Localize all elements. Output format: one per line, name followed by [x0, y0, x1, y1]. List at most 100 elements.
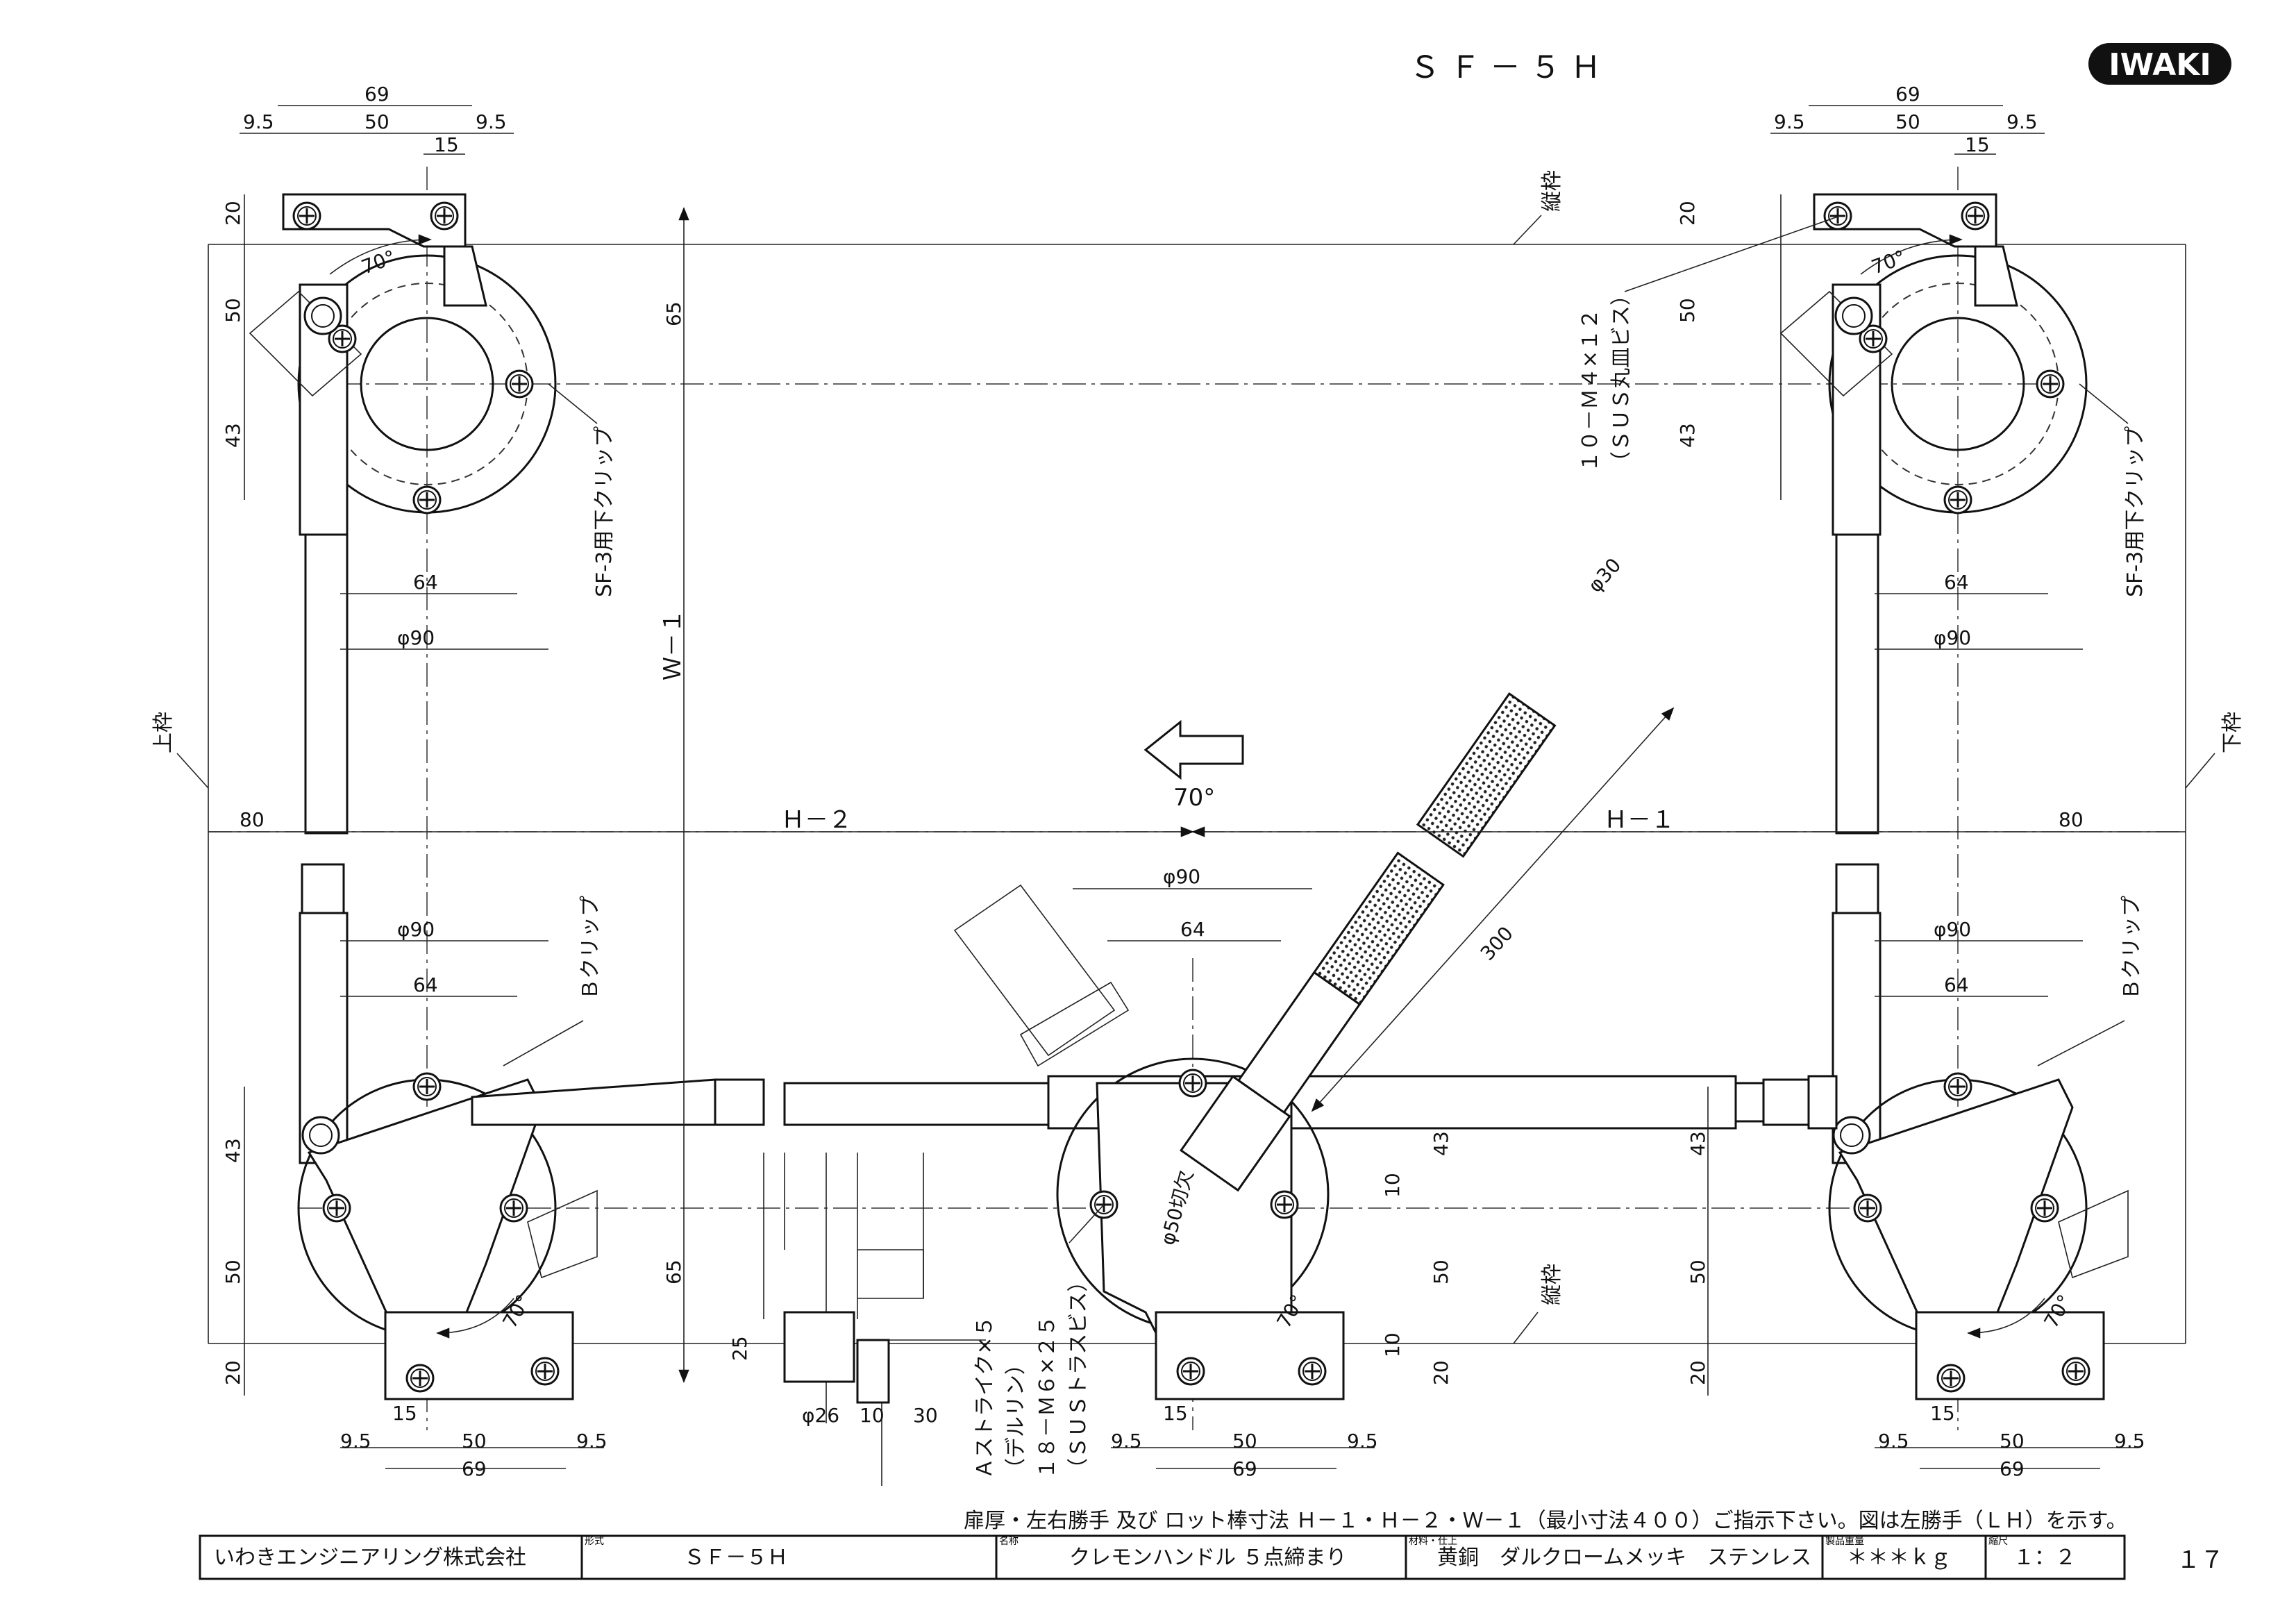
svg-text:25: 25 — [728, 1336, 751, 1361]
dimension-labels: 69 50 9.5 9.5 15 69 50 9.5 9.5 15 20 50 … — [221, 83, 2145, 1480]
product-name: クレモンハンドル ５点締まり — [1069, 1546, 1347, 1570]
label-b-clip-left: Ｂクリップ — [578, 896, 603, 1000]
svg-text:65: 65 — [662, 301, 685, 326]
svg-text:50: 50 — [1232, 1430, 1257, 1453]
center-handle-assembly: 70° — [953, 692, 1557, 1400]
svg-text:43: 43 — [221, 1138, 244, 1163]
svg-text:材料・仕上: 材料・仕上 — [1409, 1536, 1457, 1547]
label-jo-waku: 上枠 — [151, 712, 176, 753]
svg-text:80: 80 — [2059, 808, 2084, 831]
label-strike-material: （デルリン） — [1004, 1354, 1028, 1479]
assembly-bottom-left — [297, 863, 717, 1400]
svg-text:30: 30 — [913, 1404, 938, 1427]
svg-text:10: 10 — [860, 1404, 885, 1427]
svg-text:15: 15 — [1965, 133, 1990, 156]
svg-text:9.5: 9.5 — [1111, 1430, 1142, 1453]
company-name: いわきエンジニアリング株式会社 — [214, 1546, 526, 1570]
svg-text:形式: 形式 — [585, 1536, 604, 1547]
svg-text:φ90: φ90 — [397, 918, 435, 941]
lock-rod — [304, 533, 349, 835]
label-clip-top-left: SF-3用下クリップ — [592, 426, 617, 597]
svg-text:70°: 70° — [358, 246, 399, 279]
svg-text:20: 20 — [1430, 1360, 1452, 1385]
label-clip-top-right: SF-3用下クリップ — [2123, 426, 2147, 597]
dimensions — [208, 105, 2186, 1469]
svg-text:10: 10 — [1381, 1332, 1404, 1357]
svg-text:70°: 70° — [1868, 246, 1909, 279]
svg-text:名称: 名称 — [999, 1536, 1019, 1547]
label-b-clip-right: Ｂクリップ — [2120, 896, 2144, 1000]
assembly-top-right — [1779, 193, 2088, 835]
label-bolts-type: （ＳＵＳトラスビス） — [1066, 1271, 1091, 1479]
svg-text:50: 50 — [1430, 1259, 1452, 1284]
svg-text:9.5: 9.5 — [476, 110, 507, 133]
strike-section — [763, 1153, 924, 1486]
h1-label: Ｈ－１ — [1604, 806, 1675, 834]
svg-text:43: 43 — [221, 423, 244, 448]
svg-text:15: 15 — [1930, 1402, 1955, 1425]
logo-text: IWAKI — [2109, 47, 2211, 83]
grip-dia: φ30 — [1584, 553, 1626, 596]
label-tate-waku-bottom: 縦枠 — [1540, 1264, 1564, 1305]
top-clip — [282, 193, 467, 248]
svg-text:9.5: 9.5 — [2114, 1430, 2145, 1453]
label-tate-waku-top: 縦枠 — [1540, 170, 1564, 212]
svg-text:50: 50 — [221, 1259, 244, 1284]
svg-text:64: 64 — [1944, 973, 1969, 996]
svg-text:50: 50 — [1676, 298, 1699, 323]
drawing-title: ＳＦ－５Ｈ — [1409, 50, 1611, 85]
svg-text:20: 20 — [1676, 201, 1699, 226]
svg-text:43: 43 — [1430, 1131, 1452, 1156]
svg-text:69: 69 — [1895, 83, 1920, 106]
svg-text:50: 50 — [462, 1430, 487, 1453]
svg-text:9.5: 9.5 — [1774, 110, 1805, 133]
iwaki-logo: IWAKI — [2088, 43, 2231, 85]
callouts: 上枠 下枠 縦枠 縦枠 １０－Ｍ４×１２ （ＳＵＳ丸皿ビス） SF-3用下クリッ… — [151, 170, 2245, 1479]
svg-text:43: 43 — [1676, 423, 1699, 448]
svg-text:64: 64 — [1180, 918, 1205, 941]
svg-text:9.5: 9.5 — [243, 110, 274, 133]
svg-text:20: 20 — [221, 201, 244, 226]
rotation-arrow — [1143, 719, 1244, 780]
svg-text:50: 50 — [221, 298, 244, 323]
svg-text:9.5: 9.5 — [2006, 110, 2038, 133]
svg-text:50: 50 — [1686, 1259, 1709, 1284]
title-block: いわきエンジニアリング株式会社 形式 ＳＦ－５Ｈ 名称 クレモンハンドル ５点締… — [199, 1534, 2224, 1580]
svg-text:φ90: φ90 — [1163, 865, 1200, 888]
svg-text:64: 64 — [413, 973, 438, 996]
svg-text:φ90: φ90 — [397, 626, 435, 649]
weight: ＊＊＊ｋｇ — [1847, 1546, 1951, 1570]
h2-label: Ｈ－２ — [781, 806, 852, 834]
svg-text:φ90: φ90 — [1934, 918, 1971, 941]
svg-text:φ90: φ90 — [1934, 626, 1971, 649]
svg-text:50: 50 — [1895, 110, 1920, 133]
svg-text:9.5: 9.5 — [1878, 1430, 1909, 1453]
w1-label: Ｗ－１ — [659, 610, 687, 680]
svg-text:10: 10 — [1381, 1173, 1404, 1198]
spindle-bore — [360, 317, 494, 451]
assembly-bottom-right — [1828, 863, 2129, 1400]
svg-text:φ26: φ26 — [802, 1404, 839, 1427]
handle-length: 300 — [1476, 922, 1518, 965]
svg-text:43: 43 — [1686, 1131, 1709, 1156]
svg-text:65: 65 — [662, 1259, 685, 1284]
angle-main: 70° — [1173, 784, 1215, 812]
svg-text:69: 69 — [462, 1457, 487, 1480]
label-ge-waku: 下枠 — [2220, 712, 2245, 753]
svg-text:69: 69 — [2000, 1457, 2025, 1480]
scale: １：２ — [2013, 1546, 2076, 1570]
label-bolts: １８－Ｍ６×２５ — [1035, 1316, 1059, 1479]
svg-text:20: 20 — [221, 1360, 244, 1385]
label-strike: Ａストライク×５ — [973, 1316, 997, 1479]
svg-text:80: 80 — [240, 808, 265, 831]
svg-text:64: 64 — [413, 571, 438, 594]
svg-text:50: 50 — [364, 110, 389, 133]
svg-text:69: 69 — [1232, 1457, 1257, 1480]
svg-text:縮尺: 縮尺 — [1988, 1536, 2008, 1547]
svg-text:50: 50 — [2000, 1430, 2025, 1453]
svg-text:15: 15 — [392, 1402, 417, 1425]
svg-text:64: 64 — [1944, 571, 1969, 594]
svg-text:9.5: 9.5 — [340, 1430, 371, 1453]
material: 黄銅 ダルクロームメッキ ステンレス — [1437, 1546, 1811, 1570]
